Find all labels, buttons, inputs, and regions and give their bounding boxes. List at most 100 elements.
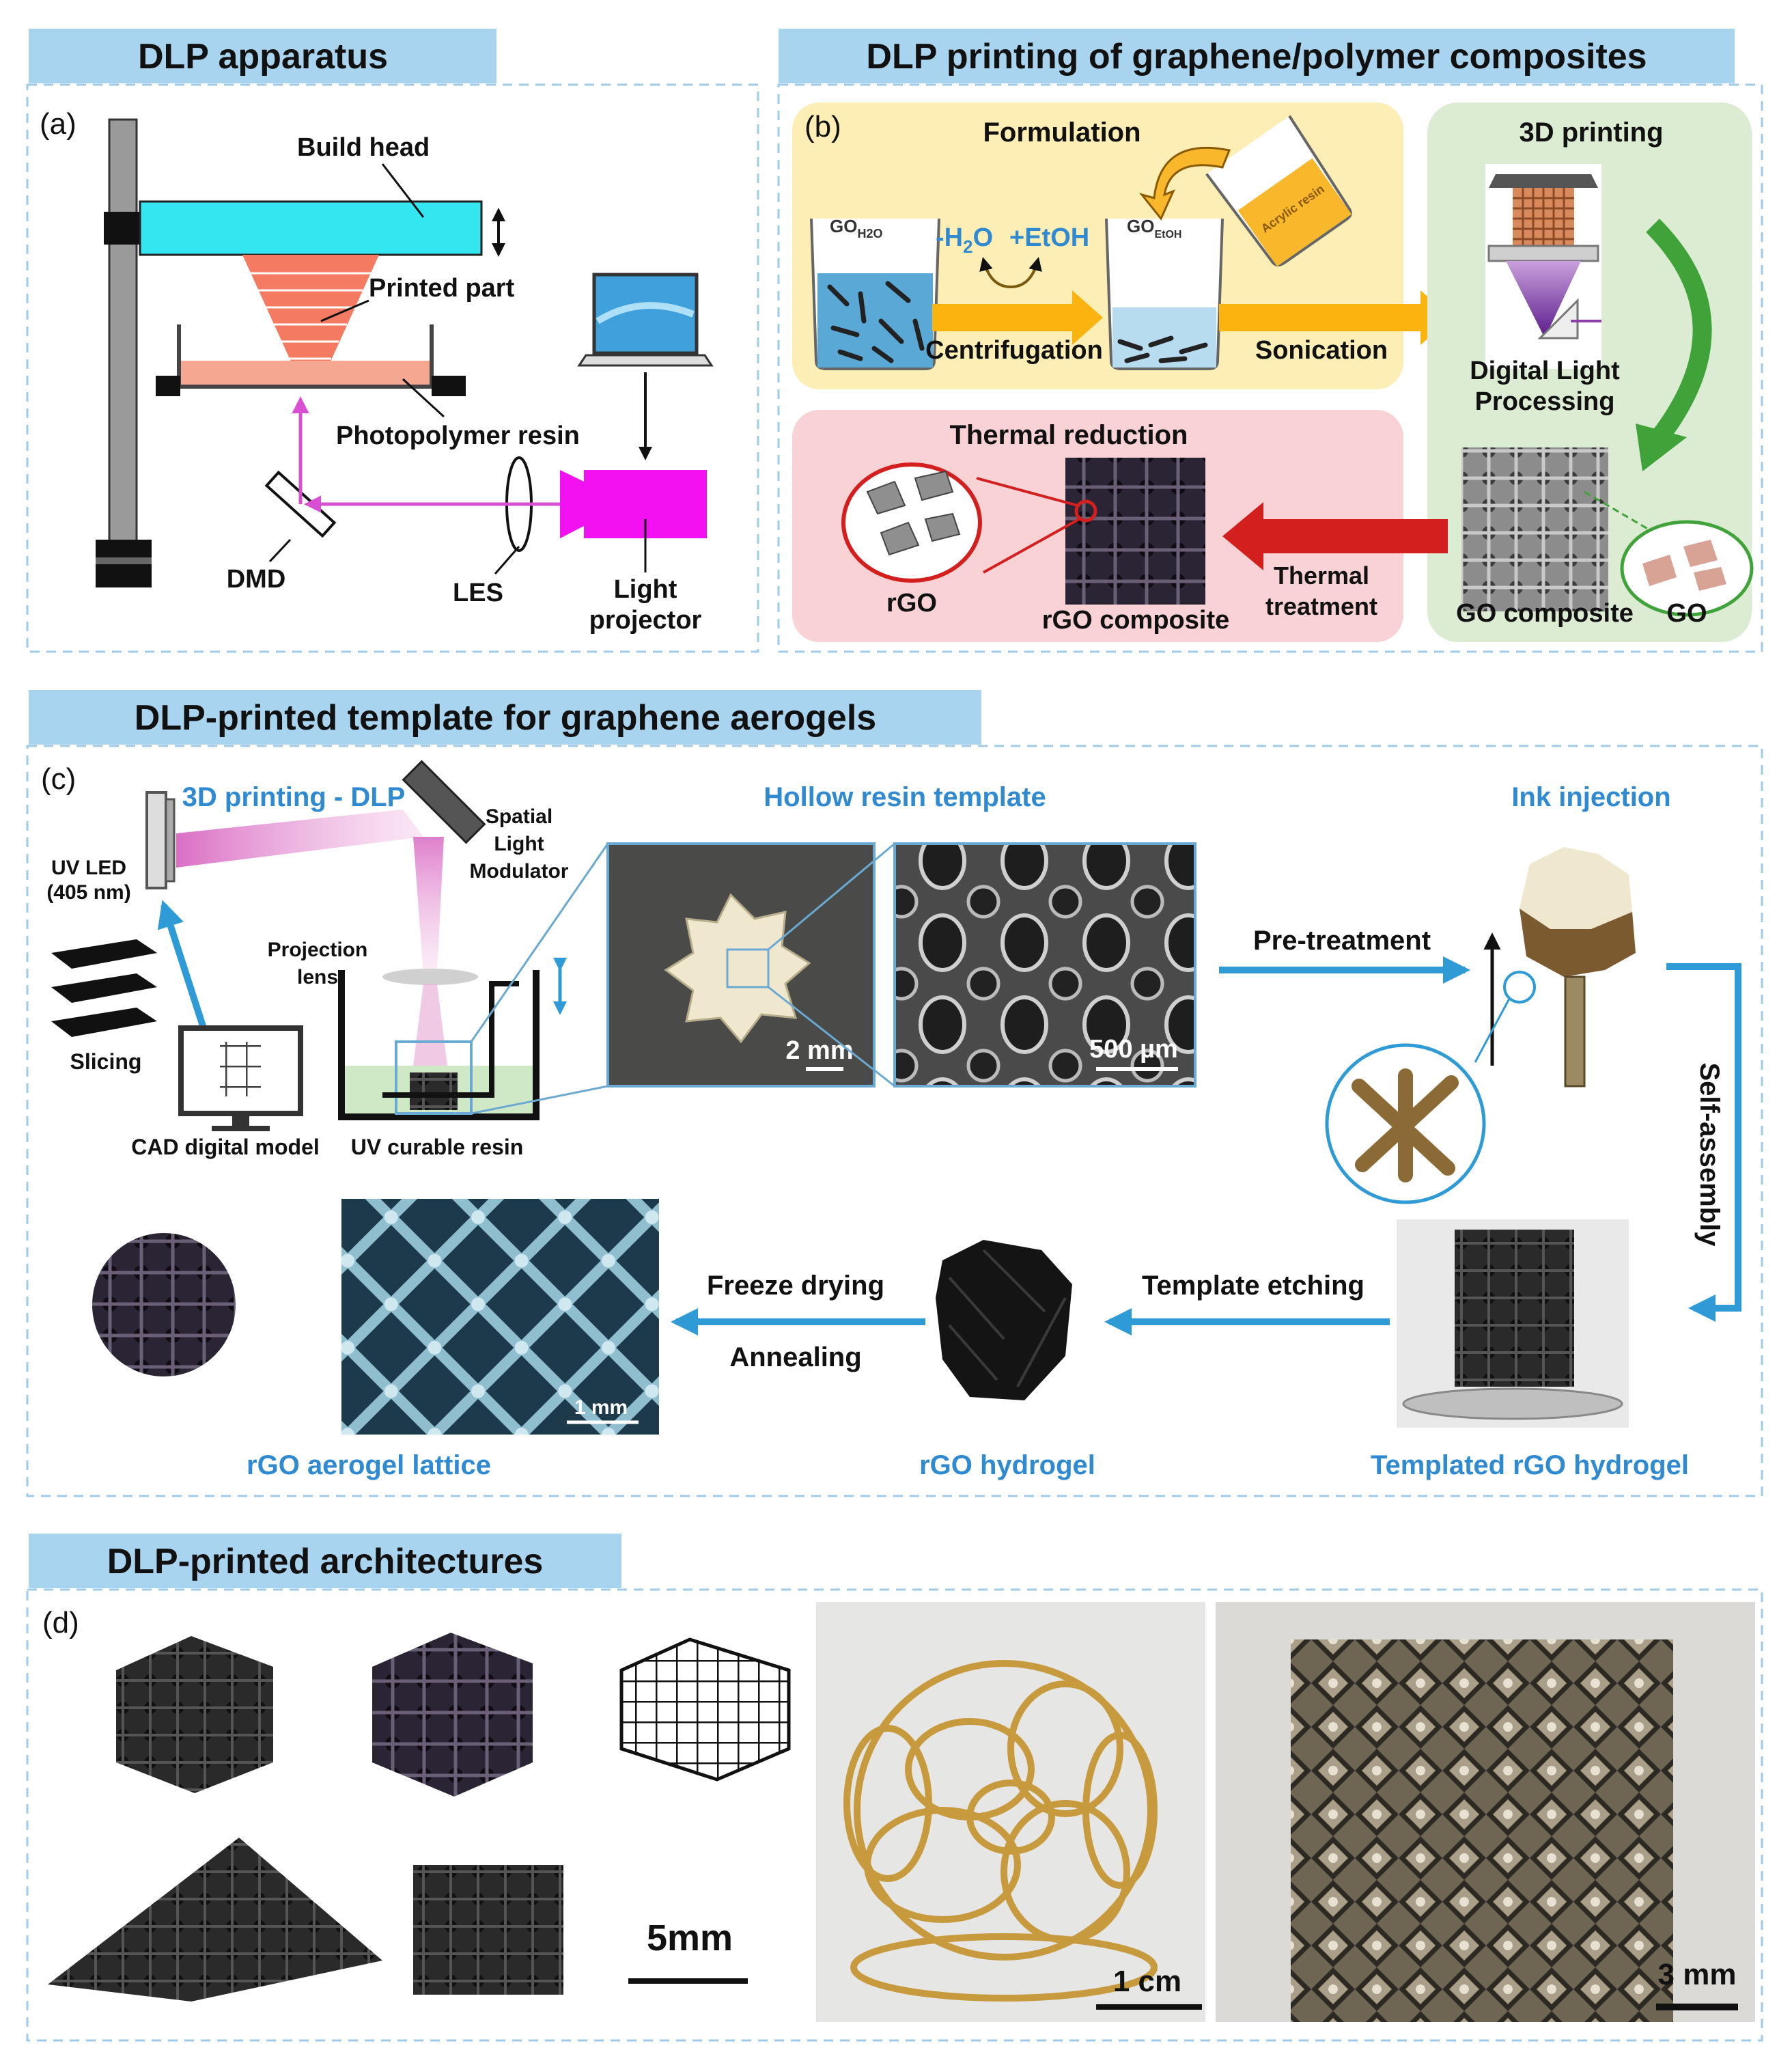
label-cad: CAD digital model	[131, 1135, 320, 1159]
leader-build-head	[381, 163, 425, 218]
rgo-hydrogel	[936, 1240, 1072, 1400]
label-light-projector-1: Light	[614, 575, 677, 604]
vat-support-left	[156, 376, 180, 396]
label-ink-injection: Ink injection	[1511, 782, 1670, 812]
label-minus-h2o: -H2O	[936, 223, 993, 257]
vat	[177, 324, 434, 389]
go-flakes-2	[1117, 335, 1208, 363]
scale-1mm: 1 mm	[574, 1396, 628, 1419]
resin	[179, 361, 432, 387]
stand-base-stripe	[96, 557, 152, 564]
architecture-cube-2	[372, 1633, 533, 1797]
templated-hydrogel-dish	[1402, 1387, 1623, 1420]
ink-needle	[1564, 975, 1586, 1088]
aerogel-object	[92, 1233, 236, 1376]
label-thermal-1: Thermal	[1274, 562, 1369, 590]
panel-c-header-bg	[29, 690, 981, 745]
arrow-green-curve	[1646, 219, 1712, 443]
sem-image	[893, 842, 1196, 1088]
label-pretreatment: Pre-treatment	[1253, 926, 1431, 956]
architecture-pyramid	[48, 1838, 382, 2002]
label-self-assembly: Self-assembly	[1694, 1062, 1724, 1247]
panel-d-header-bg	[29, 1534, 621, 1588]
go-sheets	[1642, 540, 1726, 591]
label-rgo: rGO	[886, 589, 937, 618]
label-thermal-2: treatment	[1265, 592, 1377, 620]
arrow-green-head	[1636, 424, 1687, 471]
label-annealing: Annealing	[729, 1342, 861, 1372]
panel-d-letter: (d)	[42, 1606, 79, 1639]
printed-part-layers	[246, 272, 371, 360]
uv-beam-vertical	[413, 837, 444, 973]
label-plus-etoh: +EtOH	[1009, 223, 1089, 252]
rgo-composite-image	[1065, 458, 1205, 605]
panel-d: DLP-printed architectures (d) 5mm	[26, 1534, 1763, 2042]
label-projection-1: Projection	[268, 939, 368, 961]
panel-c: DLP-printed template for graphene aeroge…	[26, 690, 1763, 1497]
scale-2mm: 2 mm	[785, 1036, 853, 1065]
ink-template-filled	[1520, 909, 1636, 977]
label-build-head: Build head	[297, 133, 430, 162]
label-rgo-hydrogel: rGO hydrogel	[919, 1450, 1095, 1480]
go-zoom-circle	[1620, 520, 1754, 617]
zoom-line-3	[768, 842, 895, 951]
label-digital-light: Digital Light	[1470, 357, 1620, 385]
laptop-glare	[596, 302, 695, 324]
printed-part	[242, 255, 379, 383]
rgo-zoom-line-1	[976, 477, 1078, 507]
template-zoom-box	[726, 948, 770, 988]
template-star	[664, 893, 811, 1044]
architecture-cube-1	[116, 1636, 273, 1793]
arrow-self-assembly	[1666, 963, 1741, 1322]
uv-led	[145, 791, 167, 889]
label-uv-led-1: UV LED	[51, 857, 126, 879]
rgo-zoom-point	[1074, 499, 1097, 523]
leader-printed-part	[320, 299, 369, 322]
label-slm-3: Modulator	[470, 860, 569, 883]
arrow-cad-to-led	[157, 900, 207, 1029]
ink-template-top	[1520, 847, 1632, 929]
panel-b-header-bg	[779, 29, 1735, 83]
leader-les	[494, 546, 520, 574]
stand-clamp	[104, 212, 142, 245]
label-go-composite: GO composite	[1456, 599, 1634, 628]
arrow-centrifugation	[932, 290, 1103, 345]
label-uv-resin: UV curable resin	[351, 1135, 524, 1159]
build-head	[139, 200, 483, 256]
cad-model	[220, 1042, 261, 1096]
label-hollow-template: Hollow resin template	[764, 782, 1046, 812]
uv-beam-horizontal	[176, 809, 423, 868]
label-dmd: DMD	[227, 565, 286, 594]
leader-dmd	[268, 538, 292, 563]
ink-zoom-line	[1474, 998, 1511, 1063]
panel-a-header-bg	[29, 29, 496, 83]
zoom-line-4	[768, 986, 895, 1088]
uv-beam-lower	[413, 984, 447, 1066]
panel-d-header: DLP-printed architectures	[107, 1542, 544, 1581]
label-freeze-drying: Freeze drying	[707, 1271, 884, 1301]
label-template-etching: Template etching	[1142, 1271, 1364, 1301]
ink-zoom-node	[1352, 1068, 1459, 1182]
panel-c-frame	[26, 745, 1763, 1497]
panel-a-frame	[26, 83, 759, 653]
projection-lens	[382, 969, 478, 985]
spatial-light-modulator	[402, 760, 486, 844]
zoom-box-small	[395, 1040, 473, 1115]
panel-c-letter: (c)	[41, 762, 76, 796]
stand-pole	[108, 118, 138, 558]
label-slm-1: Spatial	[486, 805, 552, 828]
label-les: LES	[453, 579, 503, 607]
scale-1cm: 1 cm	[1113, 1965, 1181, 1998]
zoom-line-1	[470, 843, 609, 1042]
panel-b: DLP printing of graphene/polymer composi…	[777, 29, 1763, 653]
panel-a-header: DLP apparatus	[138, 37, 388, 77]
scale-3mm: 3 mm	[1658, 1958, 1737, 1991]
panel-b-frame	[777, 83, 1763, 653]
panel-b-header: DLP printing of graphene/polymer composi…	[866, 37, 1647, 77]
label-3d-printing: 3D printing	[1519, 117, 1663, 148]
rgo-zoom-line-2	[983, 518, 1080, 574]
label-centrifugation: Centrifugation	[925, 336, 1103, 365]
cad-monitor-base	[212, 1126, 270, 1131]
panel-a-letter: (a)	[40, 107, 76, 141]
